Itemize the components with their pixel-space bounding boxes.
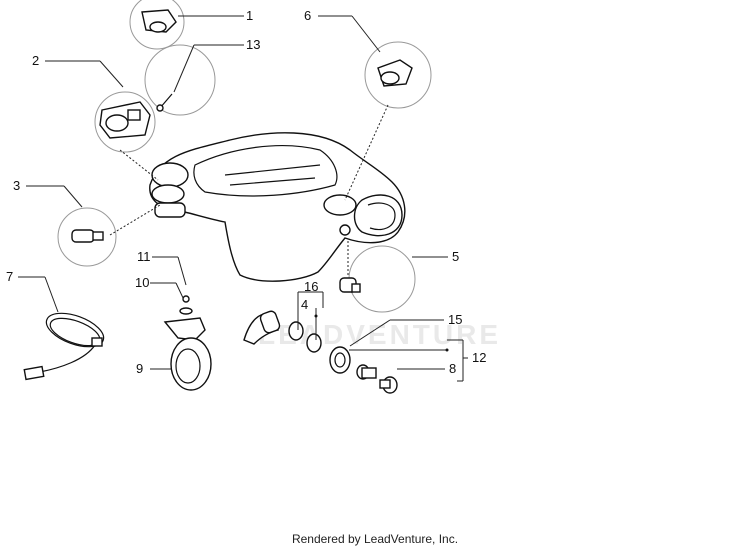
callout-5: 5 [452, 249, 460, 264]
callout-12: 12 [472, 350, 487, 365]
callout-16: 16 [304, 279, 319, 294]
callout-9: 9 [136, 361, 144, 376]
callout-4: 4 [301, 297, 309, 312]
callout-13: 13 [246, 37, 261, 52]
callout-1: 1 [246, 8, 254, 23]
part-2-switch-assembly [45, 60, 159, 181]
handlebar-cover [149, 132, 406, 282]
callout-7: 7 [6, 269, 14, 284]
footer-credit: Rendered by LeadVenture, Inc. [291, 532, 459, 546]
callout-10: 10 [135, 275, 150, 290]
part-13-screw [144, 44, 244, 116]
part-5-bulb [339, 240, 448, 313]
part-7-cable [18, 276, 105, 381]
part-6-switch [318, 15, 432, 201]
part-9-horn [150, 256, 212, 391]
callout-8: 8 [449, 361, 457, 376]
connector-chain [243, 291, 468, 394]
part-1-switch [129, 0, 244, 50]
callout-3: 3 [13, 178, 21, 193]
part-3-bulb [26, 185, 161, 267]
callout-11: 11 [137, 249, 151, 264]
callout-6: 6 [304, 8, 312, 23]
callout-2: 2 [32, 53, 40, 68]
callout-15: 15 [448, 312, 463, 327]
